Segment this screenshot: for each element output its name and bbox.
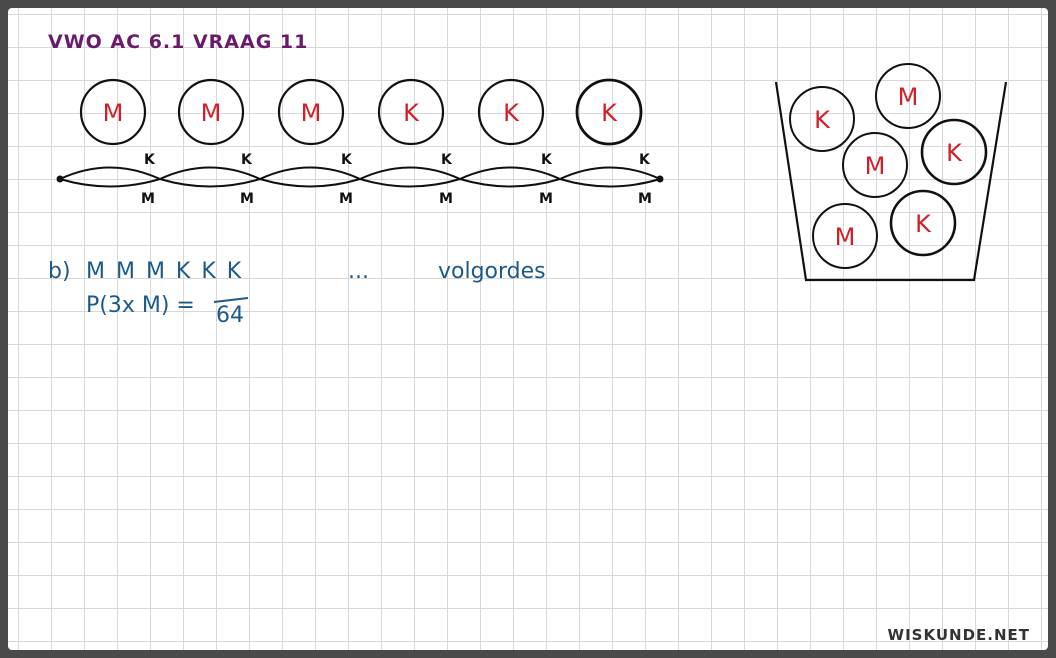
tree-labels-upper: K K K K K K	[144, 152, 651, 168]
tree-label-lower: M	[240, 191, 254, 207]
fraction-denominator: 64	[216, 303, 244, 328]
vase-ball: K	[889, 189, 957, 257]
answer-word: volgordes	[438, 259, 546, 284]
tree-chain	[56, 166, 664, 188]
sequence-ball-letter: K	[601, 99, 618, 127]
sequence-ball: M	[277, 78, 345, 146]
page-title: VWO AC 6.1 VRAAG 11	[48, 31, 308, 53]
sequence-balls: M M M K K K	[79, 78, 643, 146]
tree-label-upper: K	[241, 152, 253, 168]
tree-label-upper: K	[441, 152, 453, 168]
vase-ball-letter: K	[946, 139, 963, 167]
sequence-ball-letter: M	[201, 99, 222, 127]
answer-block: b) M M M K K K ... volgordes P(3x M) = 6…	[48, 259, 546, 328]
tree-labels-lower: M M M M M M	[141, 191, 652, 207]
answer-part-label: b)	[48, 259, 71, 284]
sequence-ball: M	[79, 78, 147, 146]
sequence-ball: M	[177, 78, 245, 146]
vase-balls: K M M K M K	[789, 63, 988, 269]
vase-ball-letter: K	[814, 106, 831, 134]
tree-label-lower: M	[539, 191, 553, 207]
tree-label-upper: K	[144, 152, 156, 168]
vase-ball-letter: M	[898, 83, 919, 111]
sequence-ball-letter: K	[503, 99, 520, 127]
whiteboard: VWO AC 6.1 VRAAG 11 M M M K K	[8, 8, 1048, 650]
vase-ball: M	[842, 132, 908, 198]
answer-ellipsis: ...	[348, 259, 369, 284]
tree-label-upper: K	[541, 152, 553, 168]
tree-label-lower: M	[141, 191, 155, 207]
tree-label-upper: K	[639, 152, 651, 168]
vase-ball: M	[875, 63, 941, 129]
whiteboard-drawing: VWO AC 6.1 VRAAG 11 M M M K K	[48, 31, 1030, 644]
sequence-ball: K	[377, 78, 445, 146]
vase-ball-letter: M	[865, 152, 886, 180]
vase-ball: K	[789, 86, 855, 152]
sequence-ball-letter: M	[301, 99, 322, 127]
sequence-ball: K	[477, 78, 545, 146]
vase-ball-letter: K	[915, 210, 932, 238]
tree-label-lower: M	[638, 191, 652, 207]
tree-label-lower: M	[339, 191, 353, 207]
brand-watermark: WISKUNDE.NET	[888, 626, 1030, 644]
probability-label: P(3x M) =	[86, 293, 195, 318]
tree-label-upper: K	[341, 152, 353, 168]
vase-outline	[774, 81, 1008, 282]
sequence-ball-letter: K	[403, 99, 420, 127]
vase-ball-letter: M	[835, 223, 856, 251]
vase-ball: M	[812, 203, 878, 269]
sequence-ball: K	[575, 78, 643, 146]
vase-ball: K	[920, 118, 988, 186]
tree-label-lower: M	[439, 191, 453, 207]
sequence-ball-letter: M	[103, 99, 124, 127]
answer-sequence: M M M K K K	[86, 259, 243, 284]
fraction-bar	[213, 297, 249, 303]
